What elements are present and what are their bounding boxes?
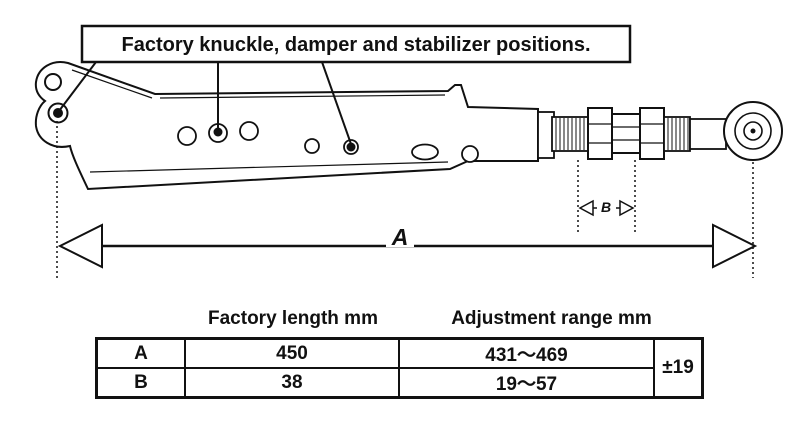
dimension-a-arrow: A — [57, 223, 758, 269]
table-header-adjustment-range: Adjustment range mm — [451, 308, 652, 329]
thread-hatch-left — [555, 118, 585, 150]
tolerance-value: ±19 — [662, 357, 694, 378]
arrowhead-right — [619, 199, 635, 217]
row-a-factory-length: 450 — [186, 340, 400, 369]
callout-box — [80, 24, 632, 64]
arm-flange-line — [159, 94, 446, 99]
rod-end-shank — [689, 118, 727, 150]
callout-leader-line — [58, 61, 97, 112]
jam-nut-right — [639, 107, 665, 160]
jam-nut-left — [587, 107, 613, 160]
row-b-factory-length: 38 — [186, 369, 400, 396]
control-arm-body — [34, 61, 539, 191]
spec-table: A 450 431〜469 ±19 B 38 19〜57 — [95, 337, 704, 399]
control-arm — [34, 61, 539, 191]
suspension-arm-diagram: Factory knuckle, damper and stabilizer p… — [34, 24, 783, 278]
dimension-b-arrow: B — [578, 196, 635, 217]
thread-section-left — [551, 116, 589, 152]
arm-flange-line — [89, 161, 449, 173]
arrowhead-right — [712, 223, 758, 269]
arm-hole — [44, 73, 62, 91]
arrowhead-left — [578, 199, 594, 217]
arm-hole — [304, 138, 320, 154]
row-b-adjustment-range: 19〜57 — [400, 369, 655, 396]
dimension-a-label: A — [391, 224, 409, 250]
row-a-label: A — [98, 340, 186, 369]
dimension-b-label: B — [601, 199, 611, 215]
arm-slot — [411, 143, 439, 161]
arrowhead-left — [57, 223, 103, 269]
rod-end-center — [750, 128, 756, 134]
dimension-extension-lines — [56, 121, 754, 278]
stabilizer-position-dot — [346, 142, 356, 152]
callout: Factory knuckle, damper and stabilizer p… — [53, 24, 632, 152]
adjuster-coupler — [611, 113, 641, 154]
row-b-label: B — [98, 369, 186, 396]
arm-hole — [239, 121, 259, 141]
row-a-adjustment-range: 431〜469 — [400, 340, 655, 369]
damper-position-dot — [213, 127, 223, 137]
arm-hole — [461, 145, 479, 163]
arm-hole — [177, 126, 197, 146]
callout-label: Factory knuckle, damper and stabilizer p… — [121, 34, 590, 56]
callout-leader-line — [321, 61, 352, 145]
knuckle-position-dot — [53, 108, 63, 118]
table-header-factory-length: Factory length mm — [208, 308, 378, 329]
thread-hatch-right — [667, 118, 689, 150]
threaded-adjuster — [537, 101, 783, 161]
